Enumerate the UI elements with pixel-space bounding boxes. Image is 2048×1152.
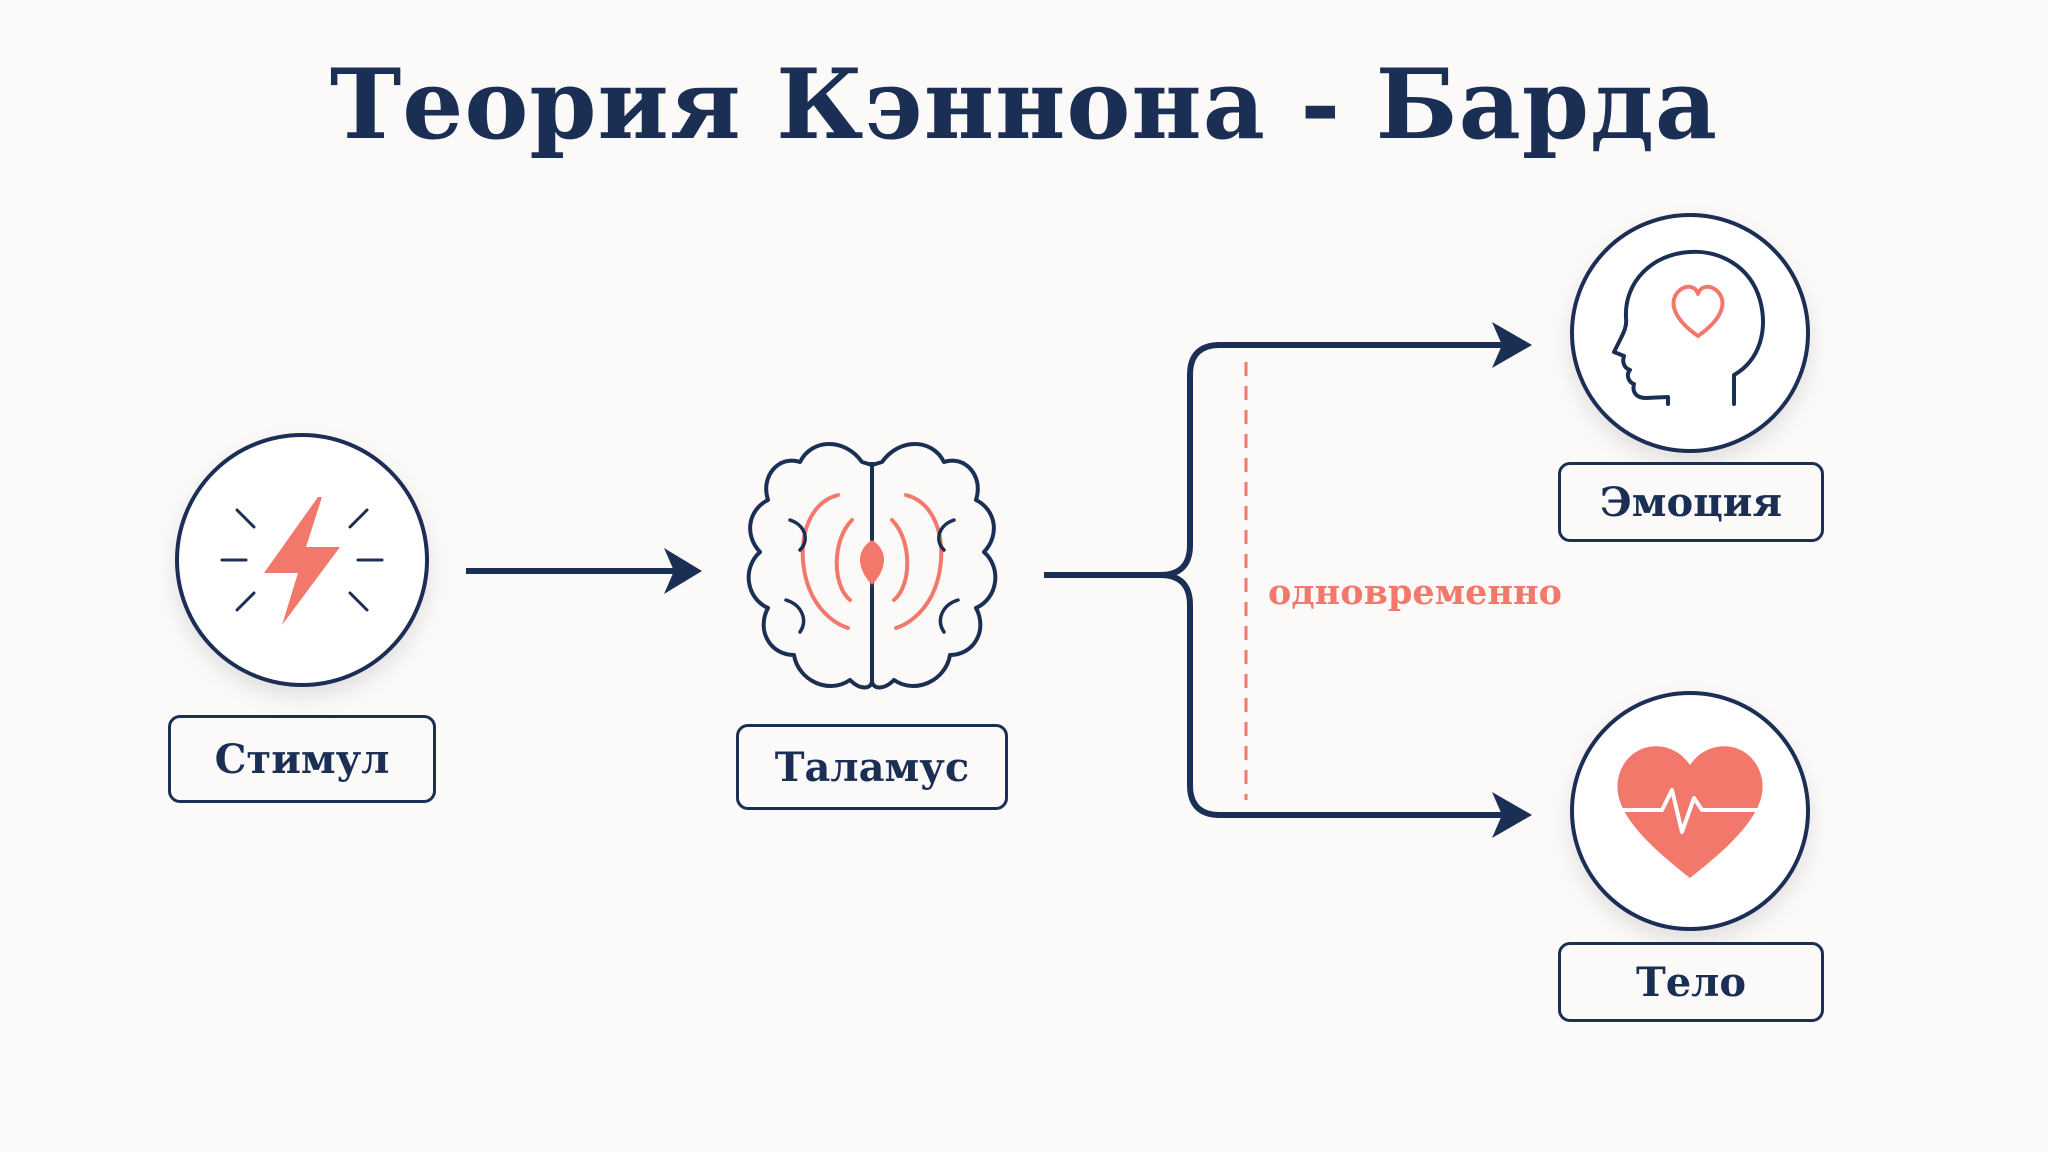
emotion-node xyxy=(1570,213,1810,453)
head-with-heart-icon xyxy=(1612,249,1765,406)
emotion-label: Эмоция xyxy=(1558,462,1824,542)
lightning-bolt-icon xyxy=(220,497,384,625)
connector-to-bracket xyxy=(1044,342,1221,818)
heart-pulse-icon xyxy=(1617,746,1763,878)
brain-icon xyxy=(746,442,998,690)
simultaneous-label: одновременно xyxy=(1268,572,1562,613)
body-label: Тело xyxy=(1558,942,1824,1022)
body-node xyxy=(1570,691,1810,931)
arrow-to-emotion xyxy=(1218,322,1532,368)
arrow-to-body xyxy=(1218,792,1532,838)
page-title: Теория Кэннона - Барда xyxy=(329,48,1719,161)
stimulus-label: Стимул xyxy=(168,715,436,803)
stimulus-node xyxy=(175,433,429,687)
thalamus-label: Таламус xyxy=(736,724,1008,810)
arrow-stimulus-to-thalamus xyxy=(466,548,702,594)
